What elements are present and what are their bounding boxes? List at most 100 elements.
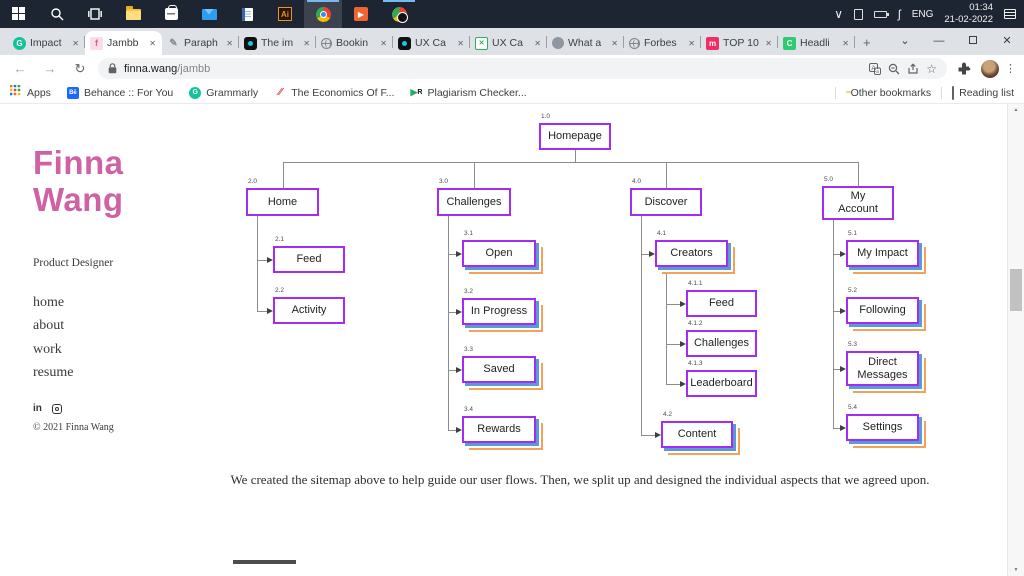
tab-close-icon[interactable]: ✕ <box>610 38 619 49</box>
windows-start-icon <box>12 7 26 21</box>
tab-favicon-globe-icon <box>629 38 640 49</box>
profile-avatar[interactable] <box>981 60 999 78</box>
connector-line <box>283 162 284 188</box>
economics-icon: ⁄⁄ <box>274 87 286 99</box>
tab-favicon-finna-icon: f <box>90 37 103 50</box>
apps-grid-icon <box>10 85 22 100</box>
sitemap-diagram: 1.0Homepage2.0Home3.0Challenges4.0Discov… <box>0 104 1024 576</box>
maximize-button[interactable] <box>956 28 990 55</box>
scroll-down-arrow[interactable]: ▼ <box>1008 567 1024 573</box>
bookmark-apps[interactable]: Apps <box>10 85 51 100</box>
taskbar-app-wordpad[interactable] <box>228 0 266 28</box>
tab-favicon-ball-icon <box>552 37 564 49</box>
share-icon[interactable] <box>907 63 919 75</box>
bookmarks-divider <box>835 87 836 99</box>
illustrator-icon: Ai <box>278 7 292 21</box>
browser-tab-paraph[interactable]: ✎Paraph✕ <box>162 31 239 55</box>
taskbar-app-illustrator[interactable]: Ai <box>266 0 304 28</box>
taskbar-app-browser-alt[interactable] <box>380 0 418 28</box>
language-indicator[interactable]: ENG <box>912 9 934 20</box>
browser-tab-the-im[interactable]: The im✕ <box>239 31 316 55</box>
sitemap-node-number: 5.3 <box>848 342 857 349</box>
window-close-button[interactable]: ✕ <box>990 28 1024 55</box>
browser-tab-headli[interactable]: CHeadli✕ <box>778 31 855 55</box>
device-tray-icon[interactable] <box>854 9 863 20</box>
battery-icon[interactable] <box>874 11 887 18</box>
address-bar[interactable]: finna.wang/jambb Aa ☆ <box>98 58 947 79</box>
browser-tab-ux-ca[interactable]: UX Ca✕ <box>393 31 470 55</box>
forward-button[interactable]: → <box>38 61 62 76</box>
svg-text:a: a <box>876 69 879 75</box>
tab-close-icon[interactable]: ✕ <box>148 38 157 49</box>
taskbar-search-icon <box>50 7 64 21</box>
browser-tab-what-a[interactable]: What a✕ <box>547 31 624 55</box>
taskbar-app-microsoft-store[interactable] <box>152 0 190 28</box>
connector-line <box>666 267 667 384</box>
connector-line <box>257 216 258 311</box>
new-tab-button[interactable]: + <box>855 31 879 55</box>
taskbar-app-mail[interactable] <box>190 0 228 28</box>
sitemap-node-number: 4.1.3 <box>688 361 702 368</box>
sitemap-caption: We created the sitemap above to help gui… <box>230 472 930 488</box>
taskbar-app-search[interactable] <box>38 0 76 28</box>
taskbar-app-chrome[interactable] <box>304 0 342 28</box>
connector-line <box>283 162 859 163</box>
browser-menu-kebab-icon[interactable]: ⋮ <box>1005 62 1016 75</box>
tab-close-icon[interactable]: ✕ <box>71 38 80 49</box>
bookmark-reading-list[interactable]: Reading list <box>952 87 1014 99</box>
reload-button[interactable]: ↻ <box>68 61 92 77</box>
tab-close-icon[interactable]: ✕ <box>225 38 234 49</box>
lock-icon[interactable] <box>108 63 117 74</box>
sitemap-node-content: Content <box>661 421 733 448</box>
scrollbar-thumb[interactable] <box>1010 269 1022 311</box>
tab-title: Headli <box>800 37 837 49</box>
page-scrollbar[interactable]: ▲ ▼ <box>1007 104 1024 576</box>
taskbar-app-media-player[interactable]: ▶ <box>342 0 380 28</box>
windows-ink-icon[interactable]: ʃ <box>898 8 901 20</box>
browser-tab-ux-ca[interactable]: ✕UX Ca✕ <box>470 31 547 55</box>
zoom-icon[interactable] <box>888 63 900 75</box>
tab-close-icon[interactable]: ✕ <box>379 38 388 49</box>
browser-tab-top-10[interactable]: mTOP 10✕ <box>701 31 778 55</box>
minimize-button[interactable]: — <box>922 28 956 55</box>
connector-line <box>641 435 655 436</box>
tab-close-icon[interactable]: ✕ <box>533 38 542 49</box>
tab-close-icon[interactable]: ✕ <box>841 38 850 49</box>
taskbar-clock[interactable]: 01:34 21-02-2022 <box>944 2 993 26</box>
hidden-icons-chevron[interactable]: ∨ <box>834 8 843 20</box>
taskbar-app-file-explorer[interactable] <box>114 0 152 28</box>
translate-icon[interactable]: Aa <box>869 63 881 75</box>
bookmark-other-bookmarks[interactable]: Other bookmarks <box>846 87 932 99</box>
extensions-puzzle-icon[interactable] <box>953 62 975 76</box>
browser-tab-impact[interactable]: GImpact✕ <box>8 31 85 55</box>
sitemap-node-number: 3.2 <box>464 289 473 296</box>
sitemap-node-creators: Creators <box>655 240 728 267</box>
browser-tab-jambb[interactable]: fJambb✕ <box>85 31 162 55</box>
tab-close-icon[interactable]: ✕ <box>302 38 311 49</box>
sitemap-node-number: 2.0 <box>248 179 257 186</box>
connector-line <box>666 162 667 188</box>
bookmark-star-icon[interactable]: ☆ <box>926 62 937 76</box>
sitemap-node-number: 3.3 <box>464 347 473 354</box>
scroll-up-arrow[interactable]: ▲ <box>1008 107 1024 113</box>
sitemap-node-number: 4.2 <box>663 412 672 419</box>
browser-tab-forbes[interactable]: Forbes✕ <box>624 31 701 55</box>
taskbar-app-start[interactable] <box>0 0 38 28</box>
tab-close-icon[interactable]: ✕ <box>456 38 465 49</box>
tab-close-icon[interactable]: ✕ <box>764 38 773 49</box>
sitemap-node-following: Following <box>846 297 919 324</box>
tab-close-icon[interactable]: ✕ <box>687 38 696 49</box>
tab-search-chevron-icon[interactable]: ⌄ <box>888 28 922 55</box>
back-button[interactable]: ← <box>8 61 32 76</box>
microsoft-store-icon <box>165 8 178 20</box>
action-center-icon[interactable] <box>1004 9 1016 19</box>
sitemap-node-leaderboard: Leaderboard <box>686 370 757 397</box>
bookmark-grammarly[interactable]: GGrammarly <box>189 87 258 99</box>
connector-line <box>448 312 456 313</box>
bookmark-behance-for-you[interactable]: BēBehance :: For You <box>67 87 173 99</box>
sitemap-node-in-progress: In Progress <box>462 298 536 325</box>
bookmark-plagiarism-checker-[interactable]: ▶RPlagiarism Checker... <box>410 87 526 99</box>
browser-tab-bookin[interactable]: Bookin✕ <box>316 31 393 55</box>
taskbar-app-task-view[interactable] <box>76 0 114 28</box>
bookmark-the-economics-of-f-[interactable]: ⁄⁄The Economics Of F... <box>274 87 394 99</box>
